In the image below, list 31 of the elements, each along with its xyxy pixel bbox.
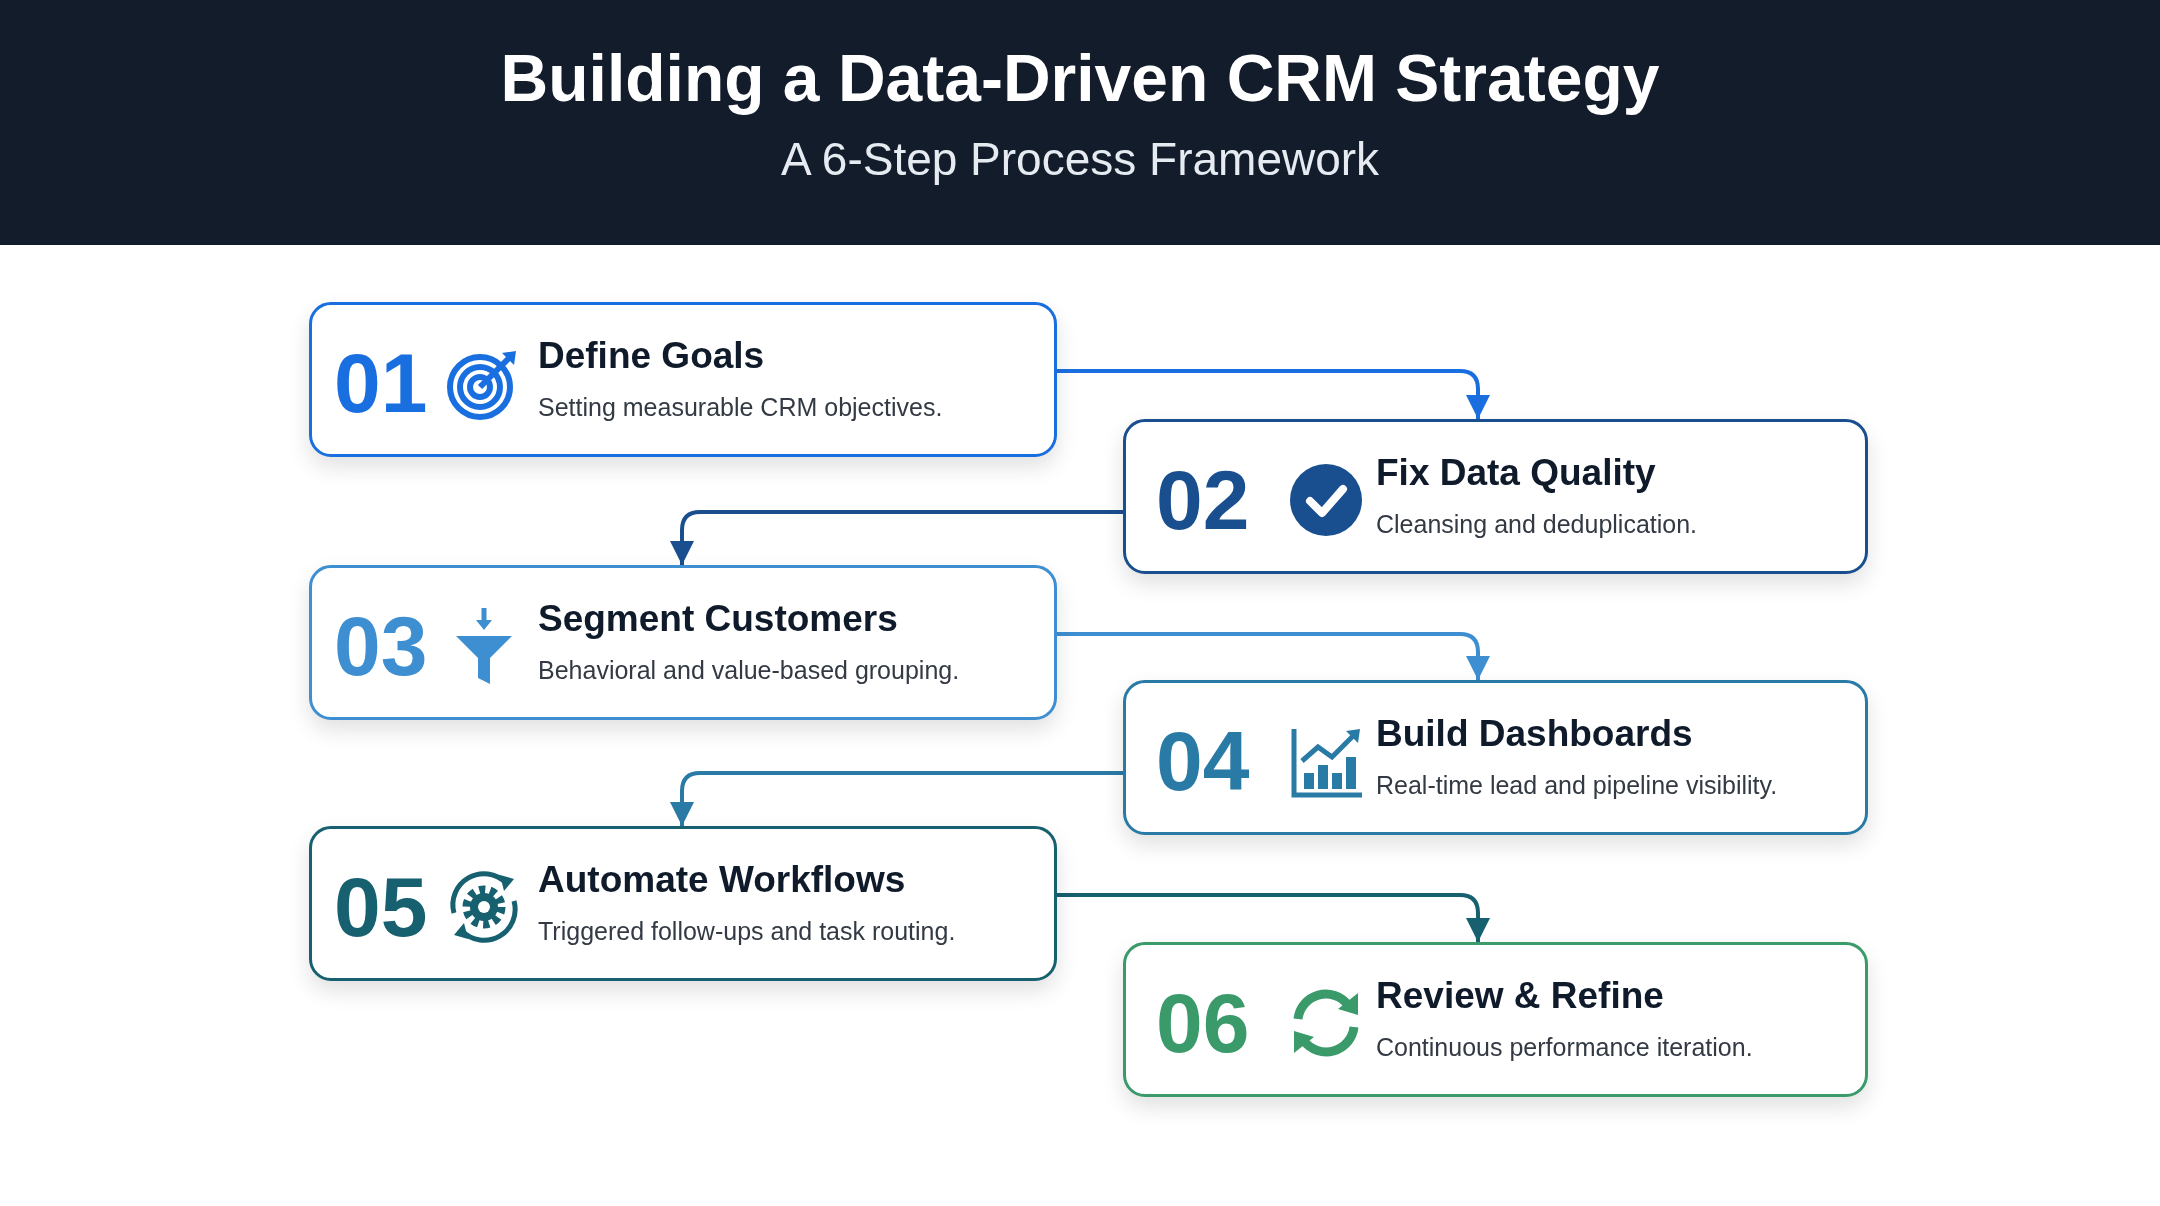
step-number: 03: [334, 606, 428, 686]
step-title: Review & Refine: [1376, 975, 1664, 1017]
subtitle: A 6-Step Process Framework: [780, 132, 1380, 186]
step-description: Real-time lead and pipeline visibility.: [1376, 771, 1778, 800]
connector-arrow: [670, 771, 1123, 826]
step-title: Fix Data Quality: [1376, 452, 1656, 494]
connector-arrow: [1057, 893, 1490, 942]
step-card: [1123, 942, 1868, 1097]
step-card: [1123, 419, 1868, 574]
step-card: [309, 826, 1057, 981]
step-number: 05: [334, 867, 428, 947]
step-number: 04: [1156, 721, 1250, 801]
step-title: Define Goals: [538, 335, 765, 377]
step-title: Automate Workflows: [538, 859, 906, 901]
connector-arrow: [1057, 369, 1490, 419]
step-description: Setting measurable CRM objectives.: [538, 393, 943, 422]
step-number: 06: [1156, 983, 1250, 1063]
step-description: Cleansing and deduplication.: [1376, 510, 1698, 539]
step-title: Segment Customers: [538, 598, 898, 640]
connector-arrow: [670, 510, 1123, 565]
step-number: 01: [334, 343, 428, 423]
step-card: [309, 302, 1057, 457]
step-title: Build Dashboards: [1376, 713, 1693, 755]
title: Building a Data-Driven CRM Strategy: [500, 40, 1660, 116]
step-description: Triggered follow-ups and task routing.: [538, 917, 956, 946]
step-card: [1123, 680, 1868, 835]
step-description: Behavioral and value-based grouping.: [538, 656, 960, 685]
step-card: [309, 565, 1057, 720]
step-description: Continuous performance iteration.: [1376, 1033, 1753, 1062]
step-number: 02: [1156, 460, 1250, 540]
connector-arrow: [1057, 632, 1490, 680]
